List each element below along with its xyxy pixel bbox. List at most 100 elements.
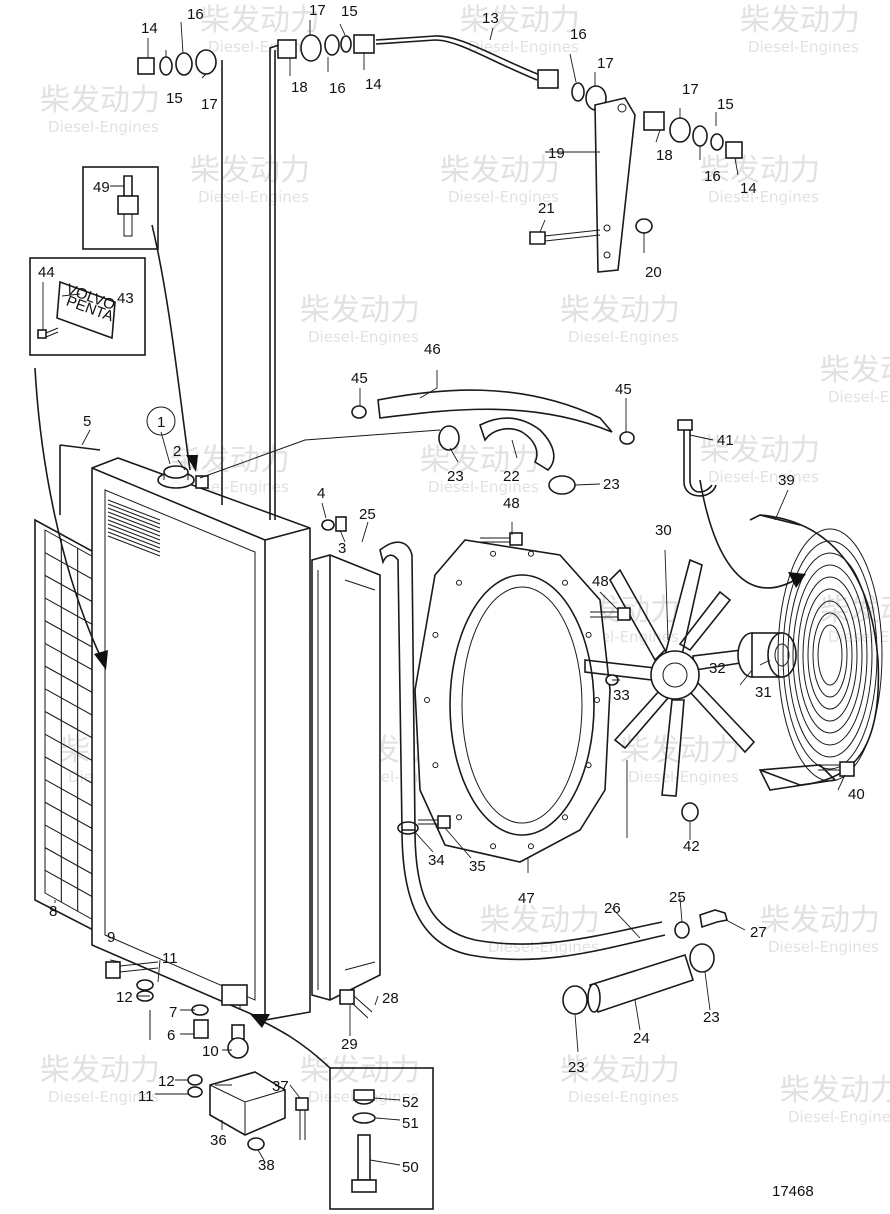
radiator-fin	[107, 503, 161, 525]
callout-label-23: 23	[568, 1059, 585, 1076]
callout-label-51: 51	[402, 1115, 419, 1132]
callout-label-21: 21	[538, 200, 555, 217]
watermark-layer: 柴发动力Diesel-Engines柴发动力Diesel-Engines柴发动力…	[40, 3, 890, 1126]
radiator-fin	[107, 499, 161, 521]
callout-label-30: 30	[655, 522, 672, 539]
callout-label-16: 16	[570, 26, 587, 43]
watermark-en: Diesel-Engines	[628, 768, 739, 786]
callout-label-38: 38	[258, 1157, 275, 1174]
callout-label-39: 39	[778, 472, 795, 489]
filler-cap	[157, 465, 209, 489]
callout-label-17: 17	[682, 81, 699, 98]
watermark-cn: 柴发动力	[760, 903, 880, 938]
fan-guard-ring	[807, 600, 853, 710]
callout-label-16: 16	[329, 80, 346, 97]
callout-label-15: 15	[166, 90, 183, 107]
watermark-cn: 柴发动力	[780, 1073, 890, 1108]
fan-shroud	[414, 539, 611, 863]
shroud-bolt-hole	[490, 843, 497, 850]
arrows	[34, 224, 806, 1069]
callout-label-13: 13	[482, 10, 499, 27]
watermark-en: Diesel-Engines	[708, 188, 819, 206]
callout-label-23: 23	[703, 1009, 720, 1026]
callout-label-45: 45	[615, 381, 632, 398]
watermark-en: Diesel-Engines	[568, 328, 679, 346]
callout-label-17: 17	[597, 55, 614, 72]
shroud-bolt-hole	[490, 550, 497, 557]
callout-label-23: 23	[603, 476, 620, 493]
detail-box-plate	[29, 257, 146, 356]
callout-label-41: 41	[717, 432, 734, 449]
watermark-cn: 柴发动力	[440, 153, 560, 188]
callout-label-19: 19	[548, 145, 565, 162]
callout-label-26: 26	[604, 900, 621, 917]
callout-label-14: 14	[365, 76, 382, 93]
radiator-fin	[107, 515, 161, 537]
radiator-core	[91, 457, 311, 1040]
callout-label-23: 23	[447, 468, 464, 485]
watermark-cn: 柴发动力	[700, 433, 820, 468]
callout-label-18: 18	[656, 147, 673, 164]
temperature-sensor-bracket	[677, 419, 717, 497]
watermark-en: Diesel-Engines	[48, 118, 159, 136]
watermark-en: Diesel-Engines	[708, 468, 819, 486]
callout-label-6: 6	[167, 1027, 175, 1044]
callout-label-9: 9	[107, 929, 115, 946]
fan-guard-ring	[792, 564, 868, 746]
callout-label-15: 15	[341, 3, 358, 20]
fan-guard-ring	[812, 612, 848, 698]
small-hardware	[105, 405, 855, 1019]
watermark-cn: 柴发动力	[560, 293, 680, 328]
watermark-en: Diesel-Engines	[748, 38, 859, 56]
callout-label-52: 52	[402, 1094, 419, 1111]
callout-label-35: 35	[469, 858, 486, 875]
watermark-cn: 柴发动力	[200, 3, 320, 38]
shroud-bolt-hole	[424, 697, 430, 703]
watermark-en: Diesel-Engines	[308, 328, 419, 346]
watermark-cn: 柴发动力	[190, 153, 310, 188]
watermark-en: Diesel-Engines	[198, 188, 309, 206]
callout-label-20: 20	[645, 264, 662, 281]
callout-label-1: 1	[157, 414, 165, 431]
shroud-bolt-hole	[456, 579, 463, 586]
radiator-fin	[107, 527, 161, 549]
callout-label-44: 44	[38, 264, 55, 281]
shroud-bolt-hole	[561, 579, 568, 586]
rubber-mounts	[187, 1004, 309, 1151]
callout-label-8: 8	[49, 903, 57, 920]
watermark-cn: 柴发动力	[740, 3, 860, 38]
callout-label-24: 24	[633, 1030, 650, 1047]
watermark-en: Diesel-Engines	[468, 38, 579, 56]
callout-label-2: 2	[173, 443, 181, 460]
callout-label-45: 45	[351, 370, 368, 387]
detail-box-bolt	[329, 1067, 434, 1210]
watermark-en: Diesel-Engines	[488, 938, 599, 956]
callout-label-29: 29	[341, 1036, 358, 1053]
watermark-en: Diesel-Engines	[768, 938, 879, 956]
callout-label-27: 27	[750, 924, 767, 941]
detail-box-sensor	[82, 166, 159, 250]
callout-label-40: 40	[848, 786, 865, 803]
callout-label-3: 3	[338, 540, 346, 557]
callout-label-11: 11	[162, 950, 178, 967]
watermark-cn: 柴发动力	[40, 83, 160, 118]
fan-guard-ring	[817, 624, 843, 686]
callout-label-28: 28	[382, 990, 399, 1007]
watermark-en: Diesel-Engines	[568, 1088, 679, 1106]
callout-label-31: 31	[755, 684, 772, 701]
shroud-bolt-hole	[432, 762, 439, 769]
callout-label-43: 43	[117, 290, 134, 307]
callout-label-33: 33	[613, 687, 630, 704]
watermark-cn: 柴发动力	[420, 443, 540, 478]
callout-label-42: 42	[683, 838, 700, 855]
callout-label-47: 47	[518, 890, 535, 907]
watermark-en: Diesel-Engines	[448, 188, 559, 206]
watermark-cn: 柴发动力	[820, 353, 890, 388]
watermark-cn: 柴发动力	[460, 3, 580, 38]
shroud-bolt-hole	[585, 631, 592, 638]
callout-label-36: 36	[210, 1132, 227, 1149]
watermark-en: Diesel-Engines	[48, 1088, 159, 1106]
callout-label-48: 48	[503, 495, 520, 512]
fan-guard-ring	[787, 552, 873, 758]
